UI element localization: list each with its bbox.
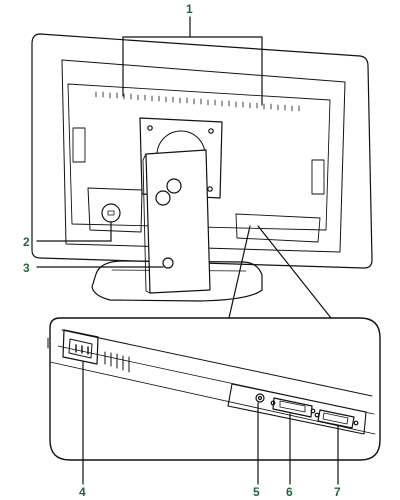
stand-neck-side xyxy=(142,153,151,294)
stand-hinge-knob xyxy=(155,190,171,206)
inset-panel-edge xyxy=(61,329,373,397)
zoom-inset-frame xyxy=(49,317,381,461)
dsub-input-port xyxy=(317,409,355,429)
vesa-screw-hole xyxy=(207,186,213,192)
vesa-mount-plate xyxy=(139,117,223,199)
audio-input-port xyxy=(255,393,265,403)
callout-number-4: 4 xyxy=(79,485,86,499)
ac-power-inlet-socket xyxy=(68,338,93,359)
zoom-connector xyxy=(228,225,251,319)
stand-neck xyxy=(145,149,211,294)
top-vent-grille xyxy=(95,91,300,112)
zoom-connector xyxy=(257,225,332,319)
stand-base xyxy=(91,260,263,302)
security-lock-slot xyxy=(101,203,121,223)
vesa-screw-hole xyxy=(147,125,153,131)
monitor-outer-housing xyxy=(31,33,373,269)
ac-power-inlet xyxy=(62,329,99,365)
callout-number-2: 2 xyxy=(23,235,30,249)
callout-number-6: 6 xyxy=(286,485,293,499)
callout-number-7: 7 xyxy=(334,485,341,499)
stand-hinge-knob xyxy=(166,178,182,194)
left-side-grip xyxy=(72,127,86,163)
lower-left-cover xyxy=(87,187,143,233)
stand-lock-button xyxy=(162,257,174,269)
dvi-input-port xyxy=(272,397,313,418)
monitor-rear-panel xyxy=(61,59,346,253)
callout-number-1: 1 xyxy=(186,2,193,16)
monitor-inner-recess xyxy=(67,83,331,231)
connector-panel xyxy=(227,383,367,435)
vesa-screw-hole xyxy=(208,128,214,134)
callout-number-5: 5 xyxy=(253,485,260,499)
right-side-grip xyxy=(311,159,325,195)
callout-number-3: 3 xyxy=(23,261,30,275)
lower-right-cover xyxy=(235,213,321,243)
security-lock-slot-opening xyxy=(107,210,115,216)
inset-vent-slots xyxy=(47,337,130,373)
